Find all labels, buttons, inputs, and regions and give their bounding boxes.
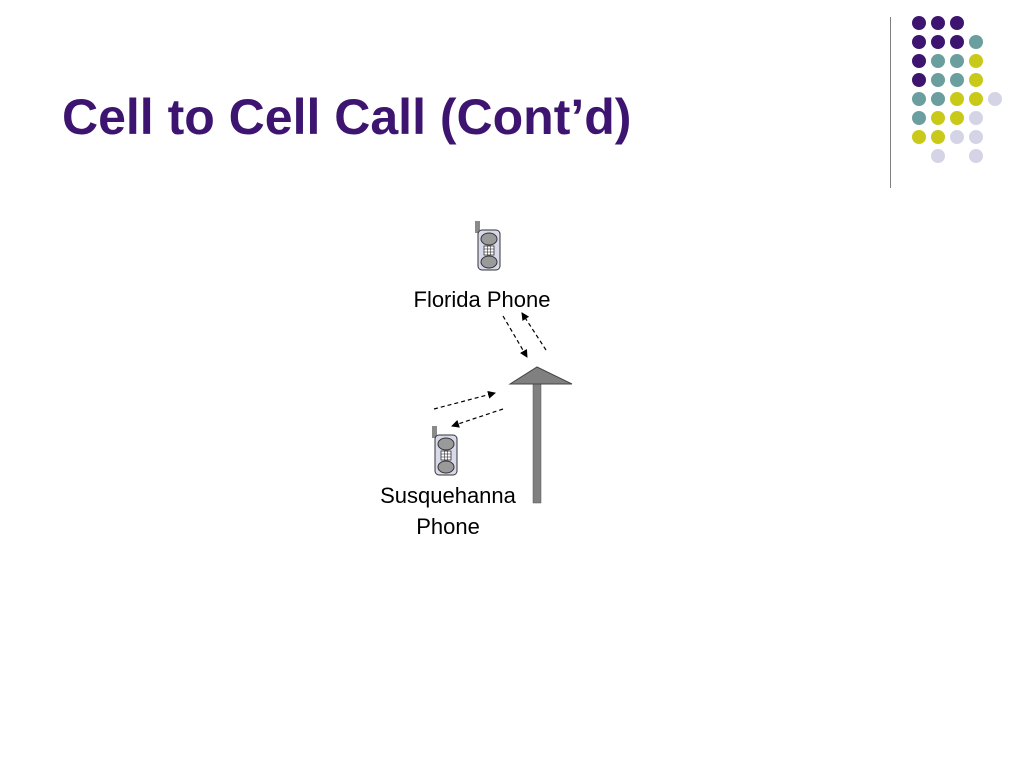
decorative-dot bbox=[950, 35, 964, 49]
decorative-dot bbox=[931, 54, 945, 68]
decorative-dot bbox=[950, 111, 964, 125]
decorative-dot bbox=[931, 92, 945, 106]
decorative-dot bbox=[950, 54, 964, 68]
decorative-dot bbox=[988, 92, 1002, 106]
susquehanna-label-line2: Phone bbox=[416, 514, 480, 539]
decorative-dot bbox=[969, 73, 983, 87]
susquehanna-phone-label: Susquehanna Phone bbox=[358, 480, 538, 542]
florida-phone-label: Florida Phone bbox=[413, 287, 551, 312]
decorative-dot bbox=[912, 73, 926, 87]
page-title: Cell to Cell Call (Cont’d) bbox=[62, 89, 632, 145]
decorative-dot bbox=[969, 111, 983, 125]
decorative-dot bbox=[969, 35, 983, 49]
decorative-dot bbox=[969, 130, 983, 144]
decorative-dot bbox=[931, 149, 945, 163]
decorative-dot bbox=[950, 73, 964, 87]
signal-arrow bbox=[502, 315, 528, 358]
decorative-dot bbox=[969, 54, 983, 68]
decorative-dot bbox=[969, 92, 983, 106]
decorative-dot bbox=[931, 35, 945, 49]
decorative-dot bbox=[950, 130, 964, 144]
decorative-dot-grid bbox=[912, 16, 1002, 163]
decorative-dot bbox=[931, 16, 945, 30]
susquehanna-label-line1: Susquehanna bbox=[380, 483, 516, 508]
decorative-dot bbox=[969, 149, 983, 163]
decorative-dot bbox=[912, 130, 926, 144]
cell-tower-icon bbox=[508, 366, 573, 504]
phone-icon bbox=[432, 426, 458, 476]
vertical-divider bbox=[890, 17, 891, 188]
decorative-dot bbox=[931, 73, 945, 87]
signal-arrow bbox=[451, 408, 504, 428]
decorative-dot bbox=[912, 16, 926, 30]
decorative-dot bbox=[912, 54, 926, 68]
phone-icon bbox=[475, 221, 501, 271]
decorative-dot bbox=[912, 111, 926, 125]
signal-arrow bbox=[433, 390, 496, 410]
decorative-dot bbox=[950, 92, 964, 106]
decorative-dot bbox=[931, 130, 945, 144]
decorative-dot bbox=[931, 111, 945, 125]
decorative-dot bbox=[912, 92, 926, 106]
decorative-dot bbox=[950, 16, 964, 30]
signal-arrow bbox=[521, 312, 547, 351]
decorative-dot bbox=[912, 35, 926, 49]
